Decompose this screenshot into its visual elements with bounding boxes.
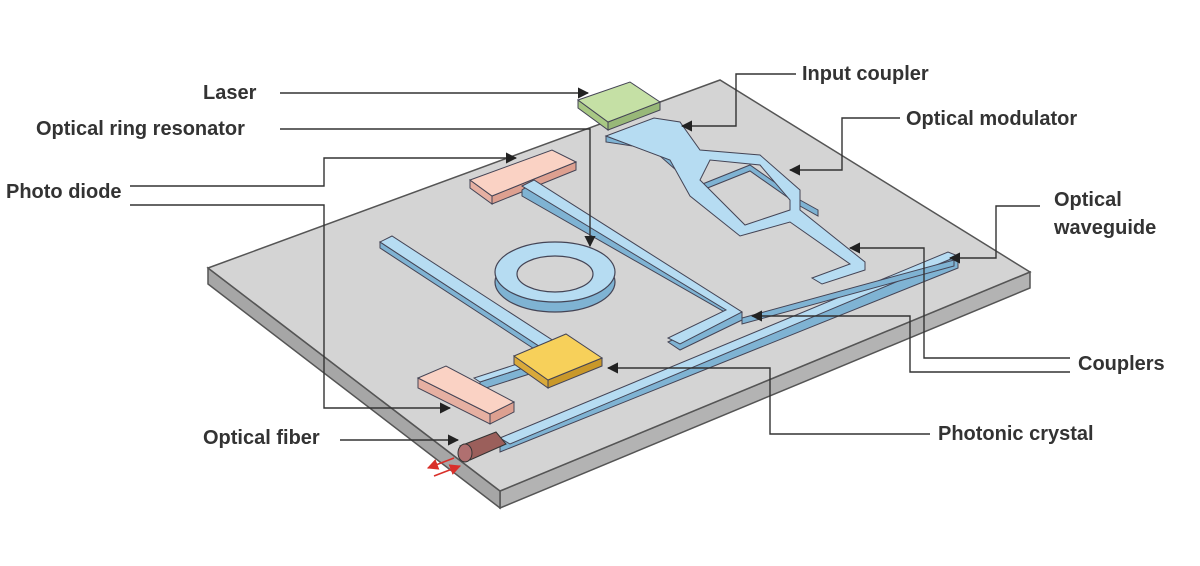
- left-waveguide: [378, 235, 561, 359]
- leader-couplers-b: [750, 310, 1070, 373]
- substrate-top: [206, 79, 1032, 492]
- substrate: [206, 79, 1032, 510]
- leader-photo-diode-top: [130, 152, 518, 187]
- coupler-bar: [741, 259, 955, 325]
- ring-resonator: [494, 241, 616, 313]
- modulator-waveguide: [604, 117, 866, 285]
- laser-block: [576, 81, 662, 131]
- label-laser: Laser: [203, 82, 257, 104]
- leader-input-coupler: [680, 73, 796, 132]
- leader-optical-waveguide: [948, 205, 1040, 264]
- label-photo-diode: Photo diode: [6, 181, 122, 203]
- leader-photo-diode-bottom: [130, 204, 452, 414]
- label-optical-fiber: Optical fiber: [203, 427, 320, 449]
- optical-fiber: [457, 431, 507, 463]
- leader-lines: [130, 73, 1070, 446]
- photo-diode-bottom: [416, 365, 516, 425]
- label-optical-modulator: Optical modulator: [906, 108, 1078, 130]
- label-optical-waveguide-2: waveguide: [1054, 217, 1157, 239]
- signal-arrows: [426, 457, 462, 477]
- leader-ring-resonator: [280, 128, 596, 248]
- leader-photonic-crystal: [606, 362, 930, 435]
- label-optical-waveguide-1: Optical: [1054, 189, 1122, 211]
- photonic-crystal-block: [512, 333, 604, 389]
- leader-couplers-a: [848, 242, 1070, 359]
- label-photonic-crystal: Photonic crystal: [938, 423, 1094, 445]
- label-input-coupler: Input coupler: [802, 63, 929, 85]
- leader-optical-modulator: [788, 117, 900, 176]
- label-couplers: Couplers: [1078, 353, 1165, 375]
- label-ring-resonator: Optical ring resonator: [36, 118, 245, 140]
